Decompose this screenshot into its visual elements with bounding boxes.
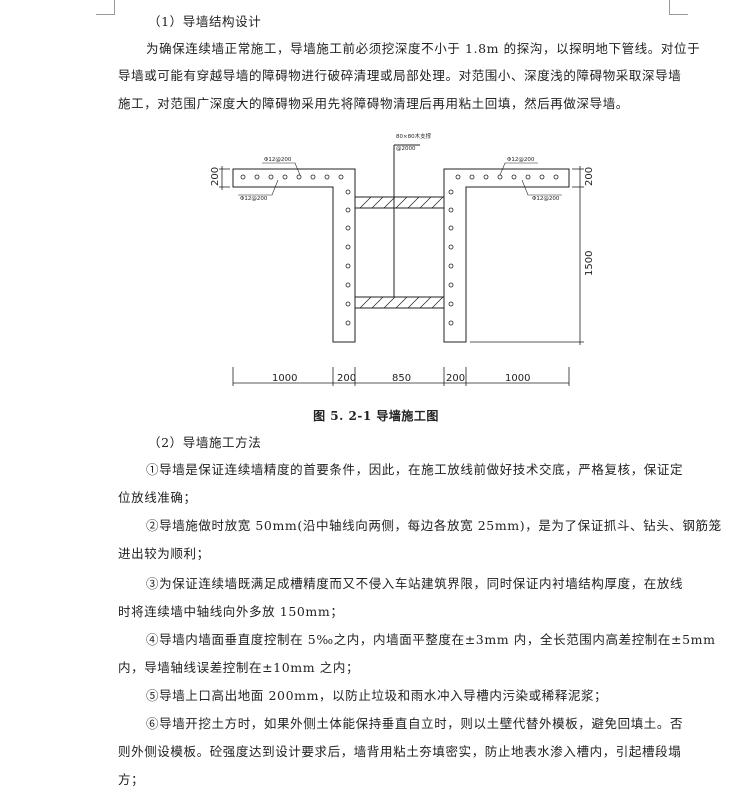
section2-item-line: ①导墙是保证连续墙精度的首要条件，因此，在施工放线前做好技术交底，严格复核，保证… xyxy=(146,462,684,477)
right-dim-lines xyxy=(470,166,584,345)
bottom-dim-5: 1000 xyxy=(505,373,530,384)
brace-spacing-label: @2000 xyxy=(396,146,416,152)
left-height-dim: 200 xyxy=(210,167,221,186)
rebar-dots-left-wall xyxy=(345,189,351,326)
rebar-dots-right-wall xyxy=(448,189,454,326)
section1-para-line: 为确保连续墙正常施工，导墙施工前必须挖深度不小于 1.8m 的探沟，以探明地下管… xyxy=(146,41,701,56)
right-height-dim: 200 xyxy=(584,167,595,186)
brace-label: 80×80木支撑 xyxy=(396,132,432,140)
depth-dim: 1500 xyxy=(584,251,595,276)
section2-item-line: ④导墙内墙面垂直度控制在 5‰之内，内墙面平整度在±3mm 内，全长范围内高差控… xyxy=(146,632,716,647)
section2-item-line: ⑥导墙开挖土方时，如果外侧土体能保持垂直自立时，则以土壁代替外模板，避免回填土。… xyxy=(146,716,684,731)
rebar-label-right-wall: Φ12@200 xyxy=(532,196,560,202)
section2-item-line: ⑤导墙上口高出地面 200mm，以防止垃圾和雨水冲入导槽内污染或稀释泥浆； xyxy=(146,688,608,703)
section2-item-line: 时将连续墙中轴线向外多放 150mm； xyxy=(118,604,344,619)
lower-strut xyxy=(354,296,445,309)
left-height-dim-lines xyxy=(219,166,230,190)
section2-item-line: 方； xyxy=(118,772,145,787)
section2-heading: （2）导墙施工方法 xyxy=(148,435,262,450)
bottom-dim-3: 850 xyxy=(392,373,411,384)
bottom-dim-2: 200 xyxy=(337,373,356,384)
page-corner-mark-left xyxy=(96,0,115,15)
section2-item-line: 内，导墙轴线误差控制在±10mm 之内； xyxy=(118,660,360,675)
upper-strut xyxy=(354,196,445,209)
left-guide-wall xyxy=(232,168,356,343)
section1-para-line: 导墙或可能有穿越导墙的障碍物进行破碎清理或局部处理。对范围小、深度浅的障碍物采取… xyxy=(118,68,682,83)
section2-item-line: 位放线准确； xyxy=(118,490,197,505)
section2-item-line: ②导墙施做时放宽 50mm(沿中轴线向两侧，每边各放宽 25mm)，是为了保证抓… xyxy=(146,518,722,533)
rebar-label-top-left: Φ12@200 xyxy=(264,157,292,163)
rebar-dots-left-top xyxy=(240,174,344,180)
right-guide-wall xyxy=(443,168,570,343)
section2-item-line: 则外侧设模板。砼强度达到设计要求后，墙背用粘土夯填密实，防止地表水渗入槽内，引起… xyxy=(118,744,682,759)
rebar-label-left-wall: Φ12@200 xyxy=(240,196,268,202)
rebar-leaders xyxy=(238,162,562,196)
strut-hatching xyxy=(359,196,444,309)
section2-item-line: 进出较为顺利； xyxy=(118,546,210,561)
section1-heading: （1）导墙结构设计 xyxy=(148,14,262,29)
rebar-label-top-right: Φ12@200 xyxy=(507,157,535,163)
bottom-dim-4: 200 xyxy=(446,373,465,384)
bottom-dim-lines xyxy=(232,367,570,386)
section1-para-line: 施工，对范围广深度大的障碍物采用先将障碍物清理后再用粘土回填，然后再做深导墙。 xyxy=(118,96,629,111)
section2-item-line: ③为保证连续墙既满足成槽精度而又不侵入车站建筑界限，同时保证内衬墙结构厚度，在放… xyxy=(146,576,684,591)
figure-caption: 图 5. 2-1 导墙施工图 xyxy=(313,409,439,423)
page-corner-mark-right xyxy=(669,0,688,15)
rebar-dots-right-top xyxy=(455,174,559,180)
bottom-dim-1: 1000 xyxy=(272,373,297,384)
